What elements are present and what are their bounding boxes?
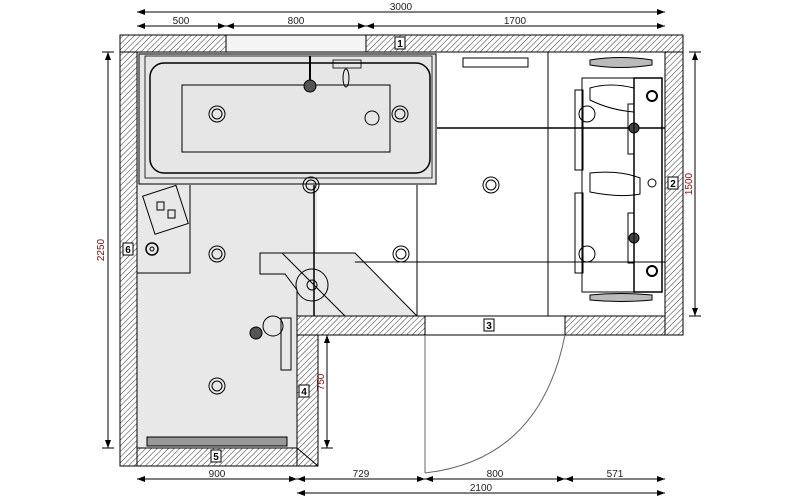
switch-panel-icon — [142, 184, 189, 256]
wall-label-1: 1 — [397, 39, 403, 50]
toilet-icon — [295, 268, 329, 302]
door-swing — [424, 334, 566, 474]
ceiling-lights — [208, 105, 596, 395]
towel-rail-icon — [589, 293, 653, 302]
dim-bottom-571: 571 — [607, 469, 624, 480]
dim-bottom-total: 2100 — [470, 483, 493, 494]
towel-rail-icon — [589, 57, 653, 68]
floor-drain-grate — [146, 436, 288, 447]
dim-bottom-729: 729 — [353, 469, 370, 480]
towel-holder-icon — [462, 57, 529, 68]
walls — [119, 34, 684, 467]
dim-top-500: 500 — [173, 16, 190, 27]
interior-lines — [137, 52, 665, 317]
bathtub — [138, 53, 437, 194]
wall-labels: 1 2 3 4 5 6 — [122, 36, 679, 463]
dim-inner-height: 750 — [316, 373, 327, 390]
dimension-labels: 3000 500 800 1700 900 729 800 571 2100 2… — [96, 2, 695, 494]
window — [225, 34, 367, 53]
dim-bottom-800: 800 — [487, 469, 504, 480]
dim-top-total: 3000 — [390, 2, 413, 13]
shower-mixer-icon — [249, 315, 292, 371]
dim-bottom-900: 900 — [209, 469, 226, 480]
dim-right-height: 1500 — [684, 172, 695, 195]
dim-top-800: 800 — [288, 16, 305, 27]
wall-label-4: 4 — [301, 387, 307, 398]
double-vanity — [462, 57, 663, 302]
door-opening — [424, 315, 566, 336]
wall-label-3: 3 — [486, 321, 492, 332]
wall-label-5: 5 — [213, 452, 219, 463]
dimension-lines — [102, 9, 701, 496]
wall-label-6: 6 — [125, 245, 131, 256]
dim-left-height: 2250 — [96, 238, 107, 261]
shower-head-icon — [303, 79, 317, 93]
dim-top-1700: 1700 — [504, 16, 527, 27]
wall-label-2: 2 — [670, 179, 676, 190]
mixer-tap-icon — [332, 59, 362, 69]
